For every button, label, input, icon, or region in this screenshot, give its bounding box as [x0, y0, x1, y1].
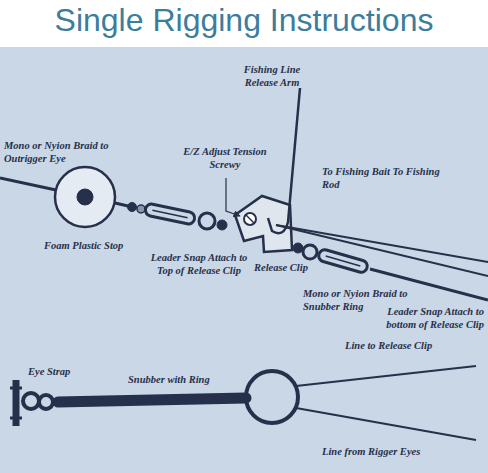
page-title: Single Rigging Instructions: [0, 2, 488, 39]
leader-snap: [144, 203, 195, 225]
part-label: Line from Rigger Eyes: [322, 446, 452, 459]
fishing-line: [276, 225, 488, 262]
snubber-ring: [246, 371, 298, 423]
leader-snap: [317, 248, 368, 273]
eye-strap-screw: [10, 388, 22, 418]
foam-stop: [55, 167, 115, 227]
split-ring: [199, 213, 215, 229]
eye-strap-loop: [23, 393, 39, 409]
split-ring: [303, 245, 317, 259]
part-label: Leader Snap Attach to Top of Release Cli…: [150, 252, 248, 277]
part-label: Release Clip: [254, 262, 324, 275]
snubber: [58, 398, 246, 402]
part-label: Eye Strap: [28, 366, 98, 379]
leader-snap-body: [317, 248, 368, 273]
part-label: Snubber with Ring: [128, 374, 248, 387]
tension-screw: [244, 213, 256, 225]
part-label: E/Z Adjust Tension Screwy: [180, 146, 270, 171]
tension-screw-slot: [246, 215, 254, 223]
part-label: Foam Plastic Stop: [44, 240, 134, 253]
leader-snap-wire: [326, 256, 361, 266]
snubber-link: [39, 395, 53, 409]
release-clip: [235, 196, 292, 252]
part-label: To Fishing Bait To Fishing Rod: [322, 166, 442, 191]
release-arm: [268, 88, 300, 233]
swivel-bead: [128, 203, 137, 212]
line-from-rigger: [296, 408, 476, 440]
part-label: Fishing Line Release Arm: [232, 64, 312, 89]
leader-snap-body: [144, 203, 195, 225]
line-to-clip: [296, 366, 476, 386]
foam-stop-center: [77, 189, 93, 205]
swivel-bead: [137, 205, 145, 213]
part-label: Leader Snap Attach to bottom of Release …: [386, 306, 484, 331]
main-line: [0, 178, 56, 190]
part-label: Mono or Nyion Braid to Outrigger Eye: [4, 140, 116, 165]
swivel-bead: [293, 243, 303, 253]
panel-background: [0, 47, 488, 473]
main-line: [115, 203, 128, 206]
leader-snap-wire: [152, 210, 187, 217]
part-label: Line to Release Clip: [345, 340, 465, 353]
leader-line: [226, 178, 240, 216]
swivel-bead: [217, 220, 227, 230]
